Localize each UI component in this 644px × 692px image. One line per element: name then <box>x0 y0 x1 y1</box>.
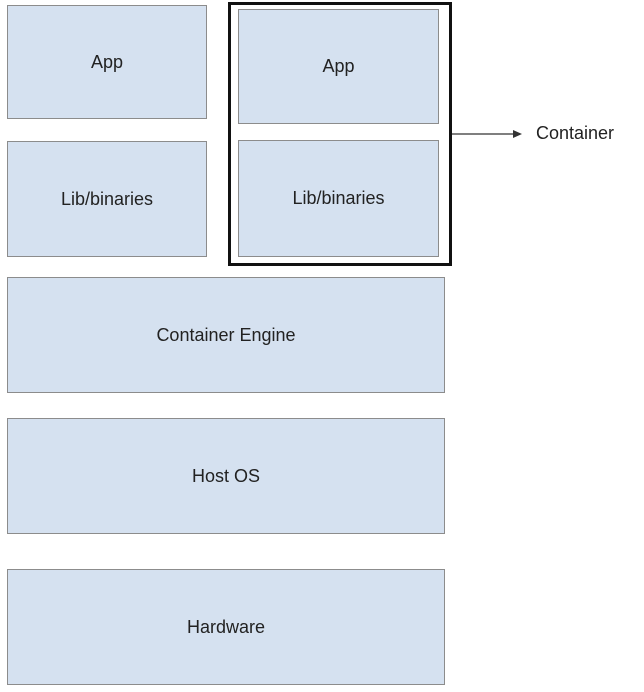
app-box-left: App <box>7 5 207 119</box>
container-engine-label: Container Engine <box>156 324 296 345</box>
app-label-left: App <box>90 51 124 72</box>
lib-binaries-box-left: Lib/binaries <box>7 141 207 257</box>
container-callout-label: Container <box>536 123 615 143</box>
hardware-label: Hardware <box>186 616 266 637</box>
hardware-box: Hardware <box>7 569 445 685</box>
container-engine-box: Container Engine <box>7 277 445 393</box>
app-box-container: App <box>238 9 439 124</box>
host-os-box: Host OS <box>7 418 445 534</box>
host-os-label: Host OS <box>191 465 261 486</box>
lib-binaries-label-container: Lib/binaries <box>292 188 385 208</box>
lib-binaries-label-left: Lib/binaries <box>60 188 154 209</box>
lib-binaries-box-container: Lib/binaries <box>238 140 439 257</box>
app-label-container: App <box>322 56 355 76</box>
callout-arrow-head <box>513 130 522 138</box>
